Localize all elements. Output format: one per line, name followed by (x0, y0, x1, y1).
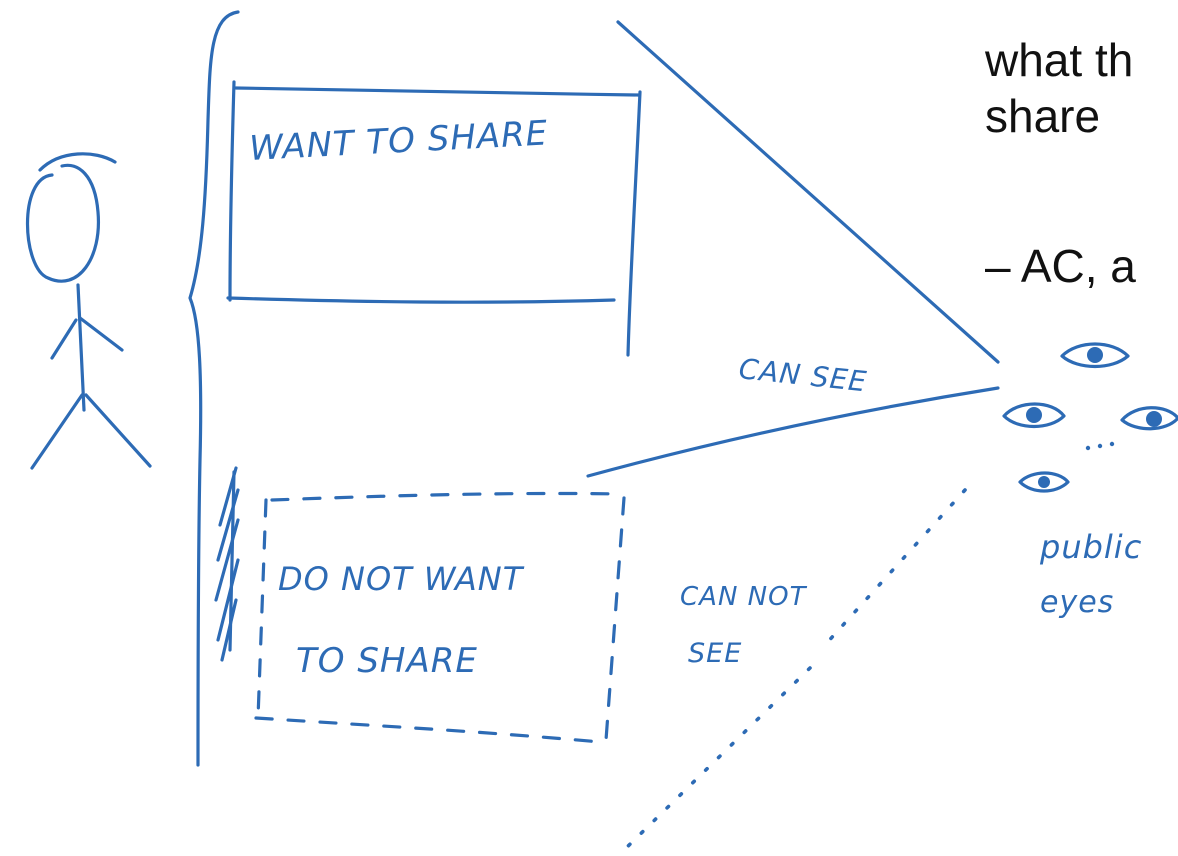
slide-text-line-3: – AC, a (985, 240, 1136, 292)
ellipsis-dots (1085, 441, 1115, 451)
do-not-want-label: DO NOT WANT (278, 560, 525, 598)
slide-text-line-1: what th (985, 34, 1134, 86)
grouping-brace (188, 10, 240, 767)
public-label: public (1039, 528, 1142, 566)
do-not-want-to-share-box (254, 491, 626, 744)
can-not-label: CAN NOT (680, 582, 808, 612)
eye-icon (1018, 471, 1070, 493)
stick-figure-icon (26, 152, 152, 470)
want-to-share-label: WANT TO SHARE (248, 113, 549, 169)
sight-line-upper (616, 20, 1000, 364)
hatch-marks (214, 466, 240, 662)
to-share-label: TO SHARE (296, 641, 478, 681)
eyes-label: eyes (1040, 585, 1114, 620)
eye-icon (1120, 406, 1178, 431)
eye-icon (1060, 342, 1130, 368)
want-to-share-box (226, 80, 642, 357)
see-label: SEE (688, 638, 742, 669)
blocked-sight-line-lower (620, 666, 812, 854)
blocked-sight-line-upper (823, 488, 967, 647)
slide-text-line-2: share (985, 90, 1101, 142)
sight-line-lower (586, 386, 1000, 478)
can-see-label: CAN SEE (737, 352, 868, 398)
eye-icon (1002, 402, 1066, 428)
